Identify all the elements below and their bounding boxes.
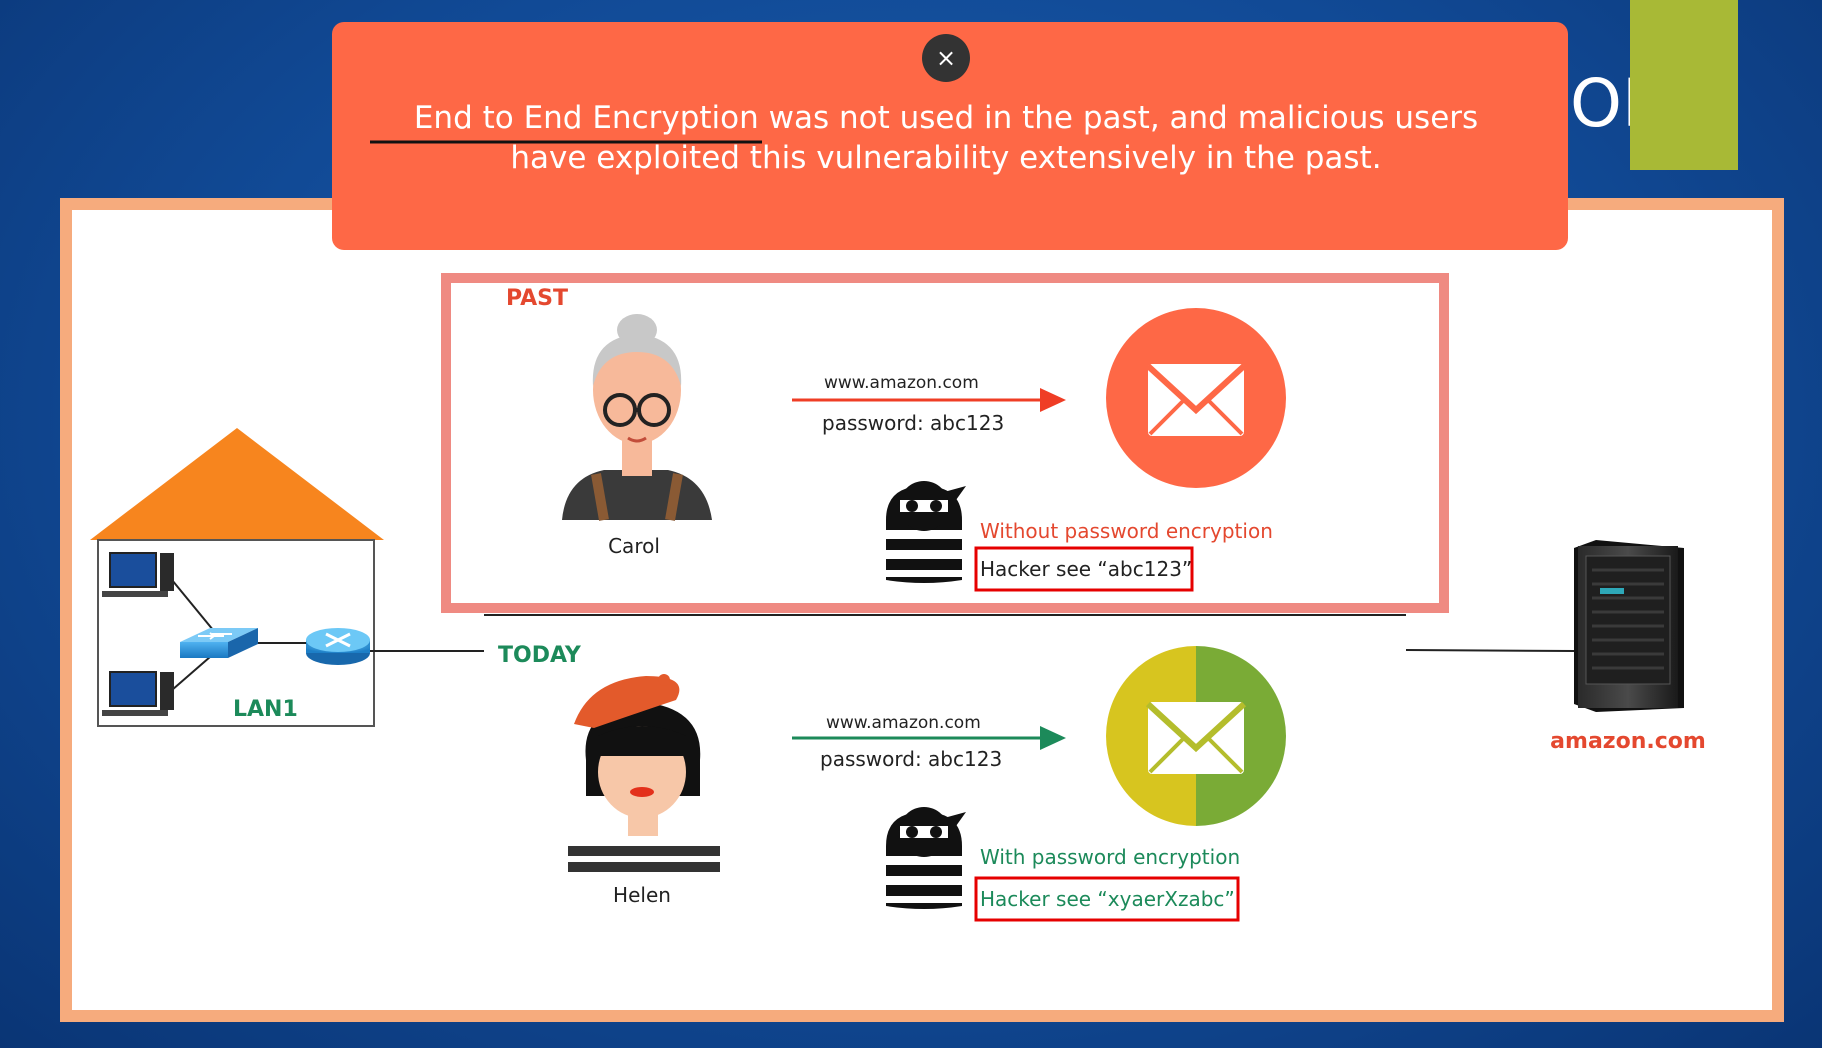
person-helen-icon [568,674,720,872]
switch-icon [180,628,258,658]
past-hacker-box [974,546,1194,592]
past-person-name: Carol [608,534,660,558]
envelope-icon [1106,308,1286,488]
today-arrow-head [1040,726,1066,750]
hacker-icon [886,481,966,583]
past-url: www.amazon.com [824,373,979,393]
header-green-block [1630,0,1738,170]
today-section: TODAY Helen www.amazon.com password: abc… [498,643,1286,922]
past-status: Without password encryption [980,519,1273,543]
desktop-icon [102,552,174,597]
lan-house: LAN1 [90,428,384,727]
caption-banner: End to End Encryption was not used in th… [332,22,1568,250]
past-section: PAST Carol www.amazon.com password: abc1… [441,273,1449,613]
person-carol-icon [562,314,712,521]
past-arrow-head [1040,388,1066,412]
today-hacker-box [974,876,1240,922]
hacker-icon [886,807,966,909]
router-icon [306,628,370,665]
today-label: TODAY [498,643,582,668]
server-link-line [1405,649,1575,652]
close-symbol[interactable]: × [936,44,956,72]
caption-line-1: End to End Encryption was not used in th… [414,100,1478,136]
server-label: amazon.com [1550,729,1706,754]
today-person-name: Helen [613,883,671,907]
caption-line-2: have exploited this vulnerability extens… [510,140,1381,176]
today-password: password: abc123 [820,747,1002,771]
past-password: password: abc123 [822,411,1004,435]
past-label: PAST [506,286,568,311]
lan-label: LAN1 [233,697,298,722]
caption-background [332,22,1568,250]
desktop-icon [102,671,174,716]
past-box [441,273,1449,613]
close-button[interactable]: × [922,34,970,82]
today-status: With password encryption [980,845,1240,869]
house-roof [90,428,384,540]
past-hacker-sees: Hacker see “abc123” [980,557,1192,581]
envelope-icon [1106,646,1286,826]
today-hacker-sees: Hacker see “xyaerXzabc” [980,887,1235,911]
today-url: www.amazon.com [826,713,981,733]
close-icon[interactable] [922,34,970,82]
server-tower-icon [1574,540,1684,712]
